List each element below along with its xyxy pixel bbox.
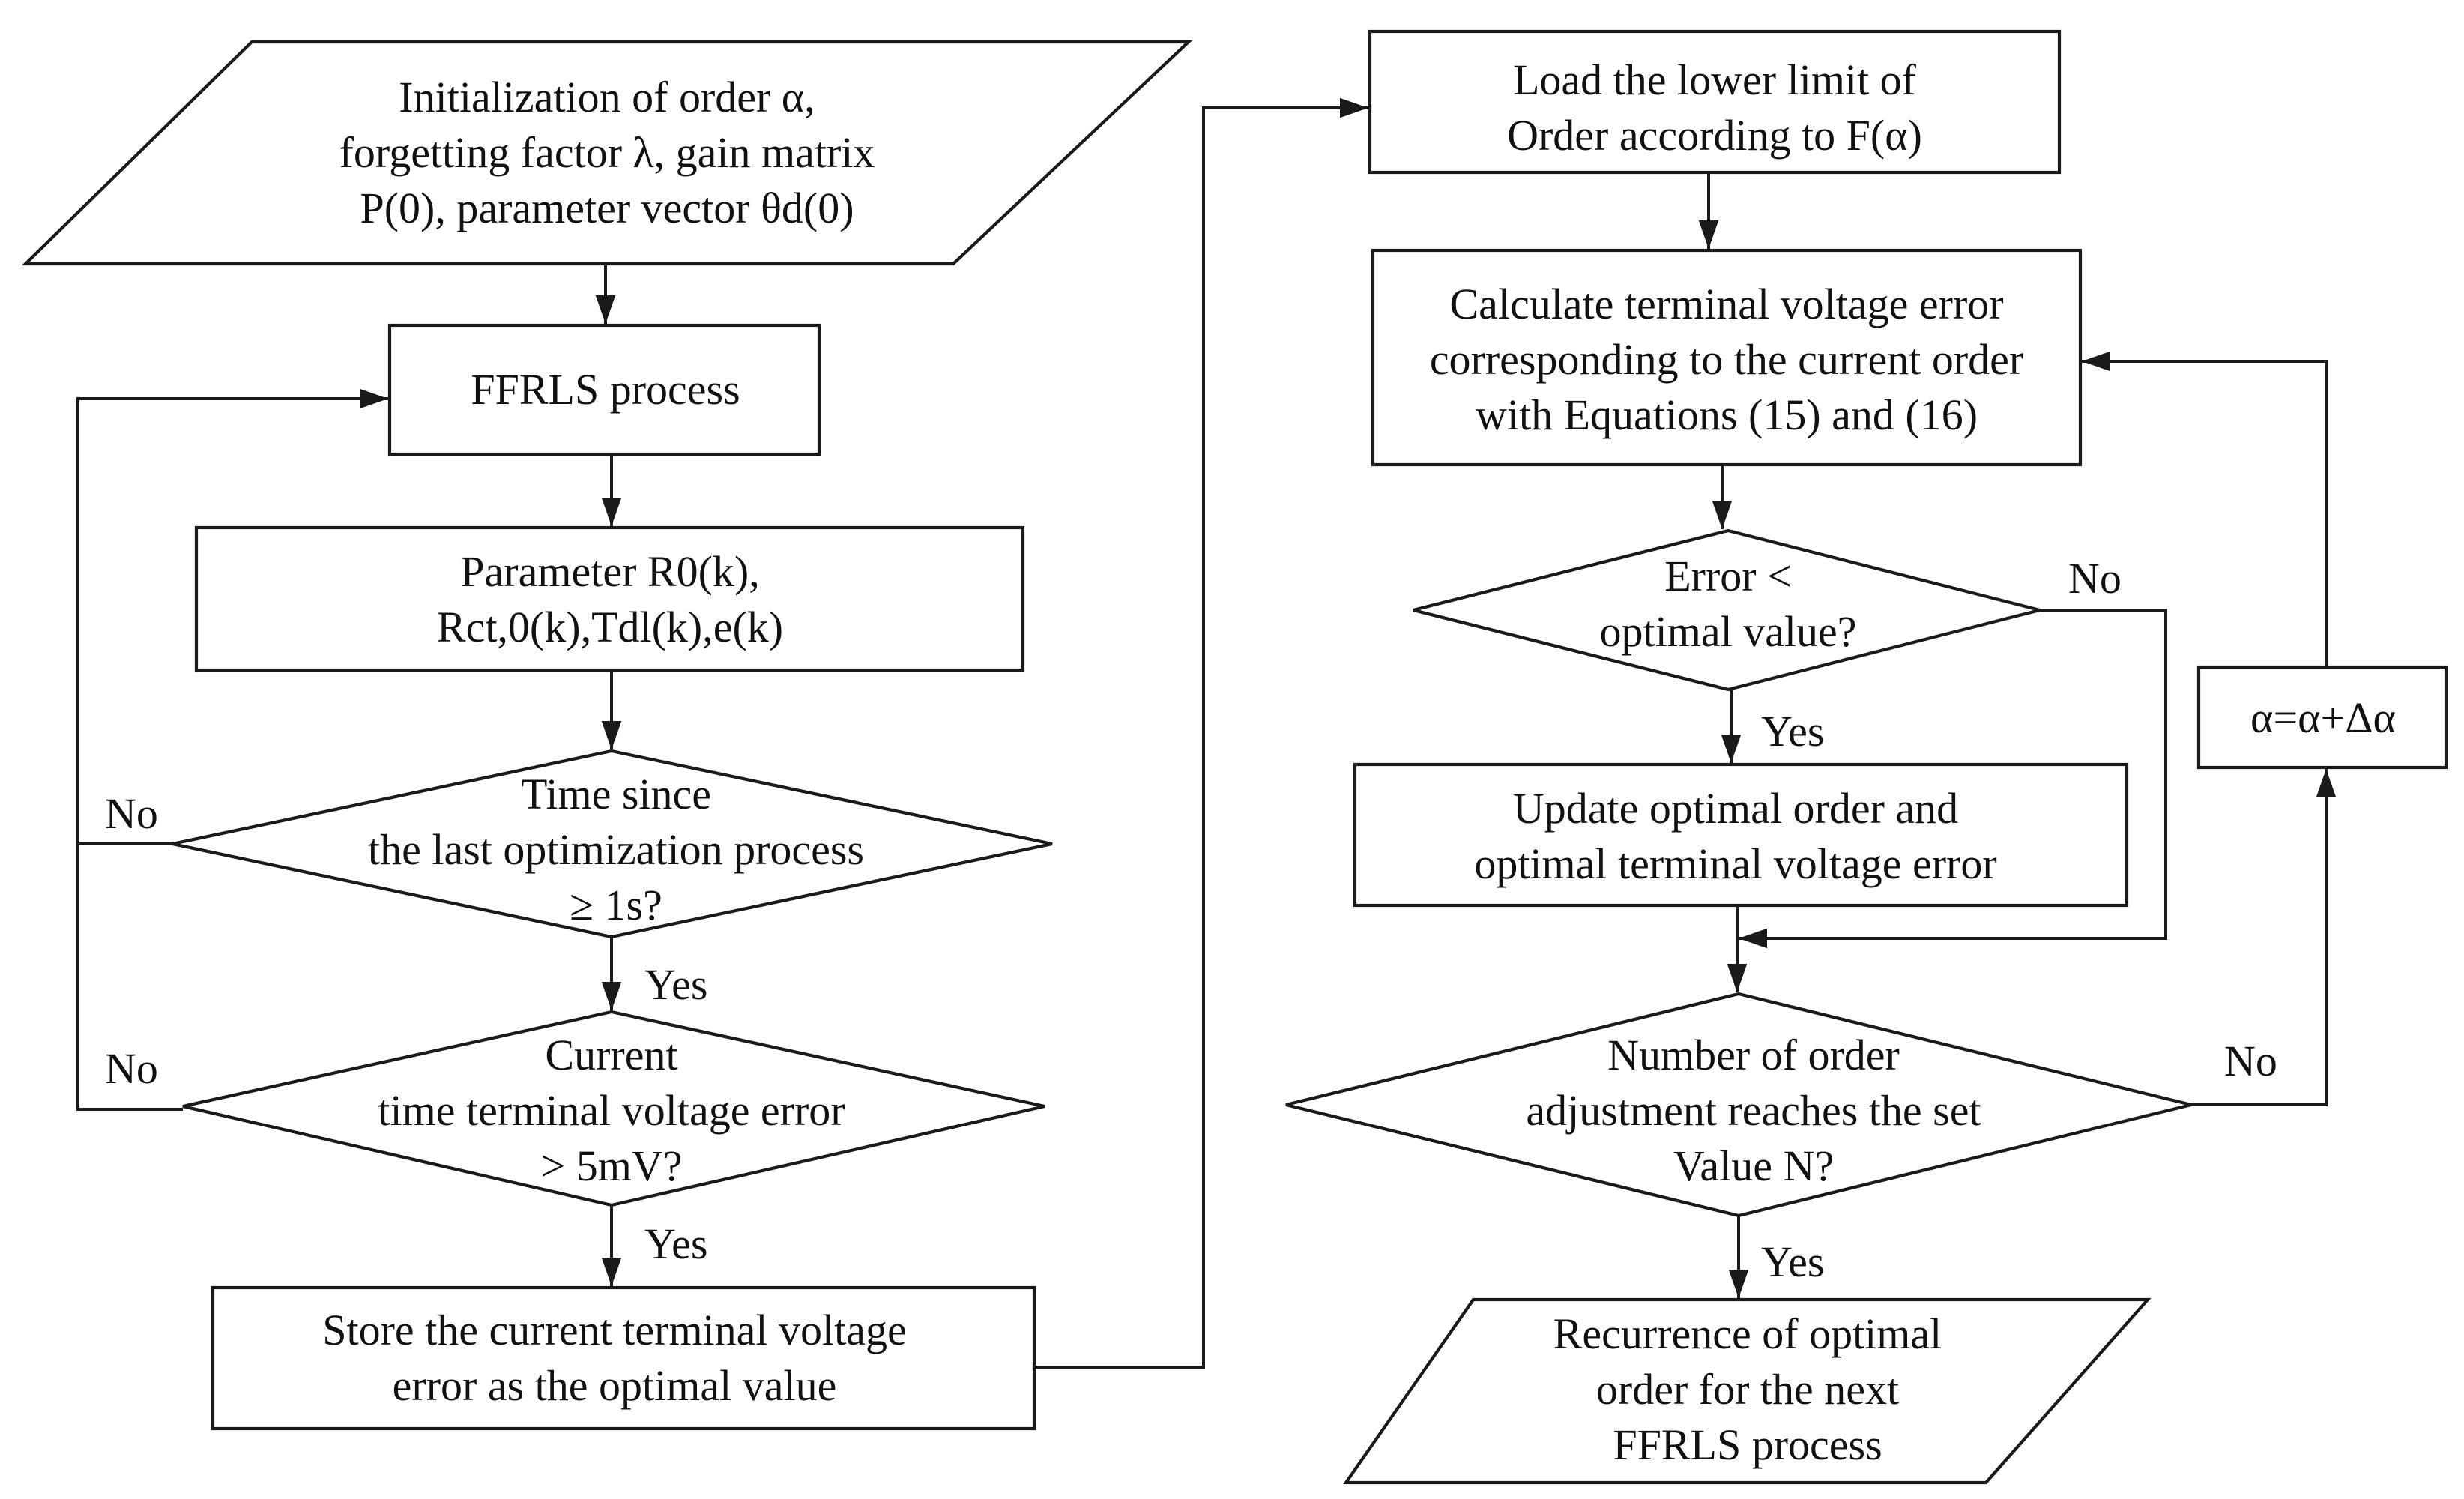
error-check-line-3: > 5mV? <box>540 1141 683 1190</box>
time-no-label: No <box>105 789 158 838</box>
calc-line-3: with Equations (15) and (16) <box>1475 390 1978 439</box>
calc-line-2: corresponding to the current order <box>1429 335 2024 384</box>
recur-line-3: FFRLS process <box>1613 1420 1882 1469</box>
err-lt-label: Error < optimal value? <box>1599 549 1856 660</box>
error-no-label: No <box>105 1044 158 1093</box>
num-no-label: No <box>2224 1037 2277 1085</box>
init-line-1: Initialization of order α, <box>399 73 815 121</box>
time-yes-label: Yes <box>644 960 708 1009</box>
load-label: Load the lower limit of Order according … <box>1507 52 1922 163</box>
init-line-3: P(0), parameter vector θd(0) <box>360 184 854 232</box>
param-line-1: Parameter R0(k), <box>460 547 760 596</box>
err-lt-line-2: optimal value? <box>1599 607 1857 656</box>
error-yes-label: Yes <box>644 1219 708 1268</box>
calc-line-1: Calculate terminal voltage error <box>1449 280 2004 328</box>
num-yes-label: Yes <box>1761 1237 1825 1286</box>
err-lt-diamond <box>1413 528 2041 692</box>
recur-parallelogram <box>1342 1297 2152 1485</box>
error-check-label: Current time terminal voltage error > 5m… <box>378 1028 845 1194</box>
error-check-line-2: time terminal voltage error <box>378 1086 845 1135</box>
init-label: Initialization of order α, forgetting fa… <box>339 70 875 236</box>
time-check-line-2: the last optimization process <box>367 825 865 874</box>
num-check-line-3: Value N? <box>1673 1141 1835 1190</box>
edge-error-no-loop <box>76 844 183 1111</box>
time-check-line-3: ≥ 1s? <box>570 881 662 929</box>
num-check-label: Number of order adjustment reaches the s… <box>1526 1028 1981 1194</box>
update-line-1: Update optimal order and <box>1512 784 1959 833</box>
init-parallelogram <box>21 40 1193 266</box>
num-check-line-1: Number of order <box>1607 1031 1900 1079</box>
load-box <box>1368 29 2062 175</box>
recur-line-1: Recurrence of optimal <box>1553 1309 1942 1358</box>
ffrls-line-1: FFRLS process <box>471 365 740 414</box>
load-line-2: Order according to F(α) <box>1507 111 1922 160</box>
edge-time-no-loop <box>76 388 388 845</box>
recur-label: Recurrence of optimal order for the next… <box>1553 1306 1942 1473</box>
param-line-2: Rct,0(k),Tdl(k),e(k) <box>436 603 784 651</box>
recur-line-2: order for the next <box>1595 1365 1900 1414</box>
calc-box <box>1371 248 2083 467</box>
edge-store-load <box>1034 97 1368 1369</box>
error-check-line-1: Current <box>545 1031 678 1079</box>
edge-errlt-no <box>1739 609 2167 949</box>
time-check-label: Time since the last optimization process… <box>368 767 864 933</box>
err-lt-no-label: No <box>2068 554 2122 603</box>
alpha-label: α=α+Δα <box>2250 690 2396 746</box>
update-box <box>1353 762 2129 908</box>
time-check-line-1: Time since <box>520 770 712 818</box>
alpha-line-1: α=α+Δα <box>2250 693 2396 742</box>
update-label: Update optimal order and optimal termina… <box>1474 781 1996 892</box>
store-box <box>211 1285 1036 1431</box>
alpha-box <box>2196 665 2448 770</box>
param-label: Parameter R0(k), Rct,0(k),Tdl(k),e(k) <box>437 544 783 655</box>
load-line-1: Load the lower limit of <box>1513 55 1916 104</box>
store-label: Store the current terminal voltage error… <box>322 1303 907 1414</box>
err-lt-line-1: Error < <box>1664 552 1792 600</box>
param-box <box>194 525 1025 672</box>
ffrls-box <box>387 323 821 456</box>
store-line-1: Store the current terminal voltage <box>322 1306 907 1354</box>
store-line-2: error as the optimal value <box>392 1361 837 1410</box>
num-check-line-2: adjustment reaches the set <box>1526 1086 1981 1135</box>
update-line-2: optimal terminal voltage error <box>1474 839 1997 888</box>
err-lt-yes-label: Yes <box>1761 707 1825 755</box>
edge-alpha-calc <box>2082 351 2328 667</box>
init-line-2: forgetting factor λ, gain matrix <box>339 128 875 177</box>
calc-label: Calculate terminal voltage error corresp… <box>1430 277 2023 443</box>
ffrls-label: FFRLS process <box>471 362 740 417</box>
edge-num-no <box>2191 769 2337 1106</box>
